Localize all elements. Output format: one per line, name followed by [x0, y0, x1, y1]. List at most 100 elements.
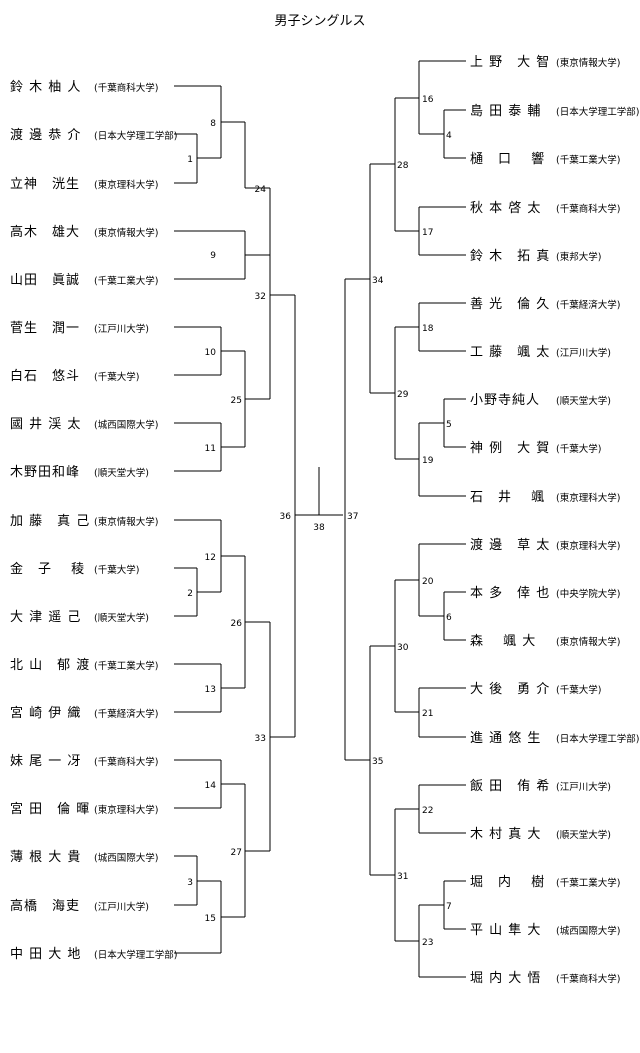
player-name: 大 津 遥 己 — [10, 610, 81, 625]
player-school: (順天堂大学) — [556, 395, 611, 407]
player-name: 妹 尾 一 冴 — [10, 754, 81, 769]
player-name: 鈴 木 拓 真 — [470, 249, 550, 264]
player-name: 木野田和峰 — [10, 465, 80, 480]
match-number: 8 — [210, 119, 216, 129]
player-school: (東京情報大学) — [94, 227, 158, 239]
player-name: 國 井 渓 太 — [10, 417, 81, 432]
match-number: 23 — [422, 938, 433, 948]
player-school: (日本大学理工学部) — [94, 949, 177, 961]
match-number: 22 — [422, 806, 433, 816]
player-name: 森 颯 大 — [470, 634, 536, 649]
player-school: (千葉商科大学) — [556, 203, 620, 215]
match-number: 20 — [422, 577, 434, 587]
page-title: 男子シングルス — [274, 14, 366, 29]
player-school: (日本大学理工学部) — [556, 733, 639, 745]
match-number: 28 — [397, 161, 409, 171]
match-number: 38 — [313, 523, 325, 533]
match-number: 24 — [255, 185, 267, 195]
match-number: 4 — [446, 131, 452, 141]
player-name: 堀 内 大 悟 — [470, 970, 541, 986]
match-number: 37 — [347, 512, 358, 522]
match-number: 6 — [446, 613, 452, 623]
player-school: (千葉工業大学) — [94, 275, 158, 287]
player-school: (千葉商科大学) — [94, 756, 158, 768]
player-school: (城西国際大学) — [556, 925, 620, 937]
player-school: (東京情報大学) — [556, 636, 620, 648]
player-name: 堀 内 樹 — [470, 874, 545, 890]
player-name: 金 子 稜 — [10, 561, 85, 577]
match-number: 29 — [397, 390, 409, 400]
player-school: (東京理科大学) — [556, 492, 620, 504]
player-school: (千葉経済大学) — [556, 299, 620, 311]
player-name: 石 井 颯 — [470, 490, 545, 505]
player-school: (江戸川大学) — [556, 347, 611, 359]
player-name: 宮 崎 伊 織 — [10, 705, 81, 721]
player-school: (東邦大学) — [556, 251, 601, 263]
player-school: (順天堂大学) — [94, 612, 149, 624]
player-school: (中央学院大学) — [556, 588, 620, 600]
player-name: 上 野 大 智 — [470, 55, 550, 70]
match-number: 33 — [255, 734, 266, 744]
player-name: 高橋 海吏 — [10, 898, 80, 914]
player-school: (東京理科大学) — [94, 179, 158, 191]
player-name: 菅生 潤一 — [10, 321, 80, 336]
player-name: 木 村 真 大 — [470, 827, 541, 842]
match-number: 12 — [205, 553, 216, 563]
player-name: 高木 雄大 — [10, 224, 80, 240]
player-school: (東京情報大学) — [94, 516, 158, 528]
match-number: 9 — [210, 251, 216, 261]
player-name: 大 後 勇 介 — [470, 682, 550, 697]
player-school: (千葉工業大学) — [94, 660, 158, 672]
player-name: 立神 洸生 — [10, 177, 80, 192]
player-school: (東京情報大学) — [556, 57, 620, 69]
player-school: (順天堂大学) — [94, 467, 149, 479]
match-number: 7 — [446, 902, 452, 912]
match-number: 14 — [205, 781, 217, 791]
player-name: 渡 邊 恭 介 — [10, 127, 81, 143]
player-school: (千葉経済大学) — [94, 708, 158, 720]
player-school: (千葉大学) — [94, 371, 139, 383]
player-school: (順天堂大学) — [556, 829, 611, 841]
match-number: 18 — [422, 324, 434, 334]
player-name: 本 多 倖 也 — [470, 585, 550, 601]
match-number: 32 — [255, 292, 266, 302]
player-name: 渡 邊 草 太 — [470, 537, 550, 553]
player-name: 鈴 木 柚 人 — [10, 80, 81, 95]
player-name: 北 山 郁 渡 — [10, 657, 90, 673]
player-school: (日本大学理工学部) — [94, 130, 177, 142]
match-number: 21 — [422, 709, 433, 719]
match-number: 16 — [422, 95, 434, 105]
player-school: (江戸川大学) — [94, 901, 149, 913]
match-number: 30 — [397, 643, 409, 653]
match-number: 19 — [422, 456, 434, 466]
player-school: (千葉商科大学) — [94, 82, 158, 94]
player-name: 工 藤 颯 太 — [470, 345, 550, 360]
match-number: 3 — [187, 878, 193, 888]
player-school: (東京理科大学) — [94, 804, 158, 816]
player-name: 樋 口 響 — [470, 151, 545, 167]
match-number: 2 — [187, 589, 193, 599]
player-name: 山田 眞誠 — [10, 273, 80, 288]
player-school: (江戸川大学) — [556, 781, 611, 793]
match-number: 27 — [231, 848, 242, 858]
player-name: 善 光 倫 久 — [470, 296, 550, 312]
player-school: (千葉大学) — [556, 684, 601, 696]
match-number: 35 — [372, 757, 383, 767]
player-school: (日本大学理工学部) — [556, 106, 639, 118]
match-number: 34 — [372, 276, 384, 286]
player-school: (千葉商科大学) — [556, 973, 620, 985]
match-number: 5 — [446, 420, 452, 430]
player-name: 進 通 悠 生 — [470, 731, 541, 746]
match-number: 26 — [231, 619, 243, 629]
player-school: (千葉大学) — [556, 443, 601, 455]
match-number: 15 — [205, 914, 216, 924]
player-name: 白石 悠斗 — [10, 368, 80, 384]
match-number: 31 — [397, 872, 408, 882]
match-number: 10 — [205, 348, 217, 358]
player-school: (千葉工業大学) — [556, 877, 620, 889]
match-number: 11 — [205, 444, 216, 454]
player-school: (江戸川大学) — [94, 323, 149, 335]
match-number: 36 — [280, 512, 292, 522]
player-name: 島 田 泰 輔 — [470, 104, 541, 119]
